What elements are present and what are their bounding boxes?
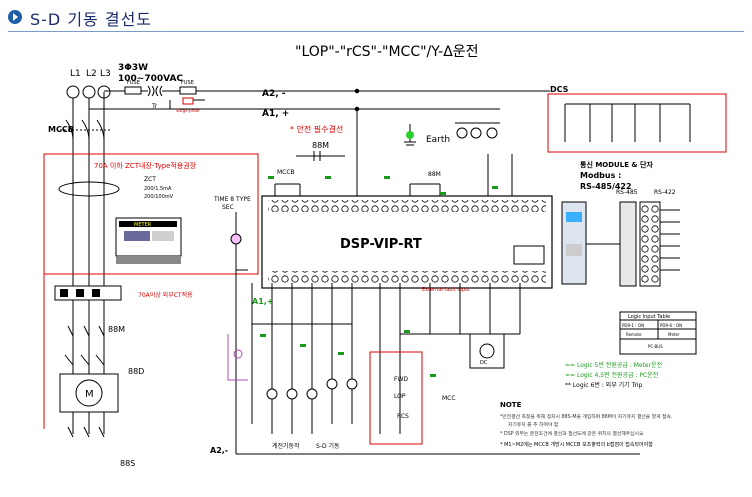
note-1: *안전결선 측정을 위해 정지시 88S-M을 개입하며 88M이 자기유지 결…	[500, 413, 672, 420]
svg-text:PD9-6 : ON: PD9-6 : ON	[660, 323, 682, 328]
note-1b: 지기유지 를 추 하여야 함	[508, 421, 559, 428]
fuse-1	[124, 86, 142, 95]
logic5-note: == Logic 5번 전원공급 : Meter운전	[565, 361, 662, 369]
svg-text:200/100mV: 200/100mV	[144, 194, 174, 200]
top-bus	[354, 88, 550, 199]
svg-text:M: M	[85, 389, 94, 400]
note-2: * DSP 외부는 운전조건에 결선과 접선도에 같은 위치의 결선해주십시요	[500, 430, 644, 437]
svg-text:METER: METER	[134, 222, 152, 228]
page-title: S-D 기동 결선도	[30, 10, 153, 29]
ct-module	[54, 285, 122, 301]
mcc-label: MCC	[442, 395, 456, 402]
green-marker-labels	[260, 176, 498, 377]
supply-voltage: 100~700VAC	[118, 74, 183, 84]
svg-text:PC-BUS: PC-BUS	[648, 344, 663, 349]
supply-phase: 3Φ3W	[118, 63, 148, 73]
contactor-88m-aux-label: 88M	[428, 171, 441, 178]
ct-note: 70A이상 외부CT적용	[138, 291, 193, 299]
comm-module	[561, 201, 661, 287]
contactor-88m-top-label: 88M	[312, 141, 329, 150]
wiring-diagram: "LOP"-"rCS"-"MCC"/Y-Δ운전 L1 L2 L3 3Φ3W 10…	[43, 44, 727, 468]
meter-module: METER	[115, 217, 182, 264]
modbus-label: Modbus :	[580, 171, 621, 180]
dsp-vip-rt-device: DSP-VIP-RT	[261, 195, 553, 289]
dc-supply: DC	[469, 333, 505, 369]
logic45-note: == Logic 4,5번 전원공급 : PC운전	[565, 371, 658, 379]
a1-plus-left: A1,+	[252, 297, 274, 306]
svg-text:Surge-proof: Surge-proof	[176, 108, 200, 113]
external-fault-label: External fault input	[422, 287, 470, 293]
mccb-breaker	[60, 119, 112, 141]
svg-text:DSP-VIP-RT: DSP-VIP-RT	[340, 237, 422, 252]
fuse-1-label: FUSE	[127, 80, 140, 86]
bullet-arrow-icon	[8, 10, 22, 24]
sd-op-label: S-D 기동	[316, 442, 340, 450]
timer-label: TIME 8 TYPE	[213, 196, 251, 203]
svg-text:200/1.5mA: 200/1.5mA	[144, 186, 172, 192]
contactor-88s: 88S	[120, 459, 135, 468]
rs485-422-label: RS-485/422	[580, 182, 632, 191]
logic6-note: ** Logic 6번 : 외부 기기 Trip	[565, 381, 642, 389]
earth-label: Earth	[426, 135, 450, 145]
svg-text:FWD: FWD	[394, 376, 408, 383]
pink-timer-contacts	[227, 334, 248, 381]
dcs-box: DCS	[547, 85, 727, 153]
svg-text:Logic Input Table: Logic Input Table	[628, 314, 670, 320]
a2-minus-bottom: A2,-	[210, 446, 228, 455]
comm-wires	[586, 209, 680, 271]
contactor-88d: 88D	[128, 367, 144, 376]
diagram-title: "LOP"-"rCS"-"MCC"/Y-Δ운전	[295, 44, 479, 60]
svg-text:Remote: Remote	[626, 332, 642, 337]
contactor-88m-top	[296, 151, 345, 161]
timer-element	[230, 212, 248, 454]
svg-text:DCS: DCS	[550, 85, 569, 94]
logic-input-table: Logic Input Table PD9-1 : ON PD9-6 : ON …	[619, 311, 697, 355]
motor: M	[59, 373, 119, 413]
transformer-label: Tr	[151, 103, 158, 110]
a1-plus-top: A1, +	[262, 109, 289, 119]
control-supply	[89, 85, 410, 110]
header-rule	[8, 31, 744, 32]
phase-l1: L1	[70, 69, 81, 79]
contactor-88m: 88M	[108, 325, 125, 334]
local-op-label: 계전기동작	[272, 442, 300, 450]
timer-sub: SEC	[222, 204, 234, 211]
a2-minus-top: A2, -	[262, 89, 286, 99]
logic-input-circuit	[251, 283, 521, 434]
svg-text:Meter: Meter	[668, 332, 680, 337]
remote-selector-box: LOP RCS FWD	[369, 351, 423, 445]
mccb-aux-label: MCCB	[277, 169, 295, 176]
surge-protector: Surge-proof	[176, 97, 200, 113]
svg-text:ZCT: ZCT	[144, 176, 156, 183]
rs422-label: RS-422	[654, 189, 676, 196]
safety-note: * 안전 필수결선	[290, 124, 343, 134]
svg-text:RCS: RCS	[397, 413, 409, 420]
upper-terminal-wiring	[274, 154, 513, 198]
indicator-relays	[455, 122, 500, 139]
note-title: NOTE	[500, 401, 522, 409]
fuse-2-label: FUSE	[181, 80, 194, 86]
fuse-2	[179, 86, 197, 95]
svg-text:PD9-1 : ON: PD9-1 : ON	[622, 323, 644, 328]
svg-text:LOP: LOP	[394, 393, 406, 400]
svg-text:DC: DC	[480, 360, 488, 366]
rs485-label: RS-485	[616, 189, 638, 196]
note-3: * M1~M2에는 MCCB 개방시 MCCB 보조출력의 b접점이 접속되어야…	[500, 441, 653, 448]
svg-text:70A 이하 ZCT내장-Type적용권장: 70A 이하 ZCT내장-Type적용권장	[94, 161, 197, 170]
comm-title: 통신 MODULE & 단자	[580, 160, 653, 169]
contactors	[64, 325, 105, 438]
phase-l2: L2	[86, 69, 97, 79]
page-header: S-D 기동 결선도	[0, 0, 752, 34]
phase-l3: L3	[100, 69, 111, 79]
earth-symbol	[404, 124, 416, 146]
